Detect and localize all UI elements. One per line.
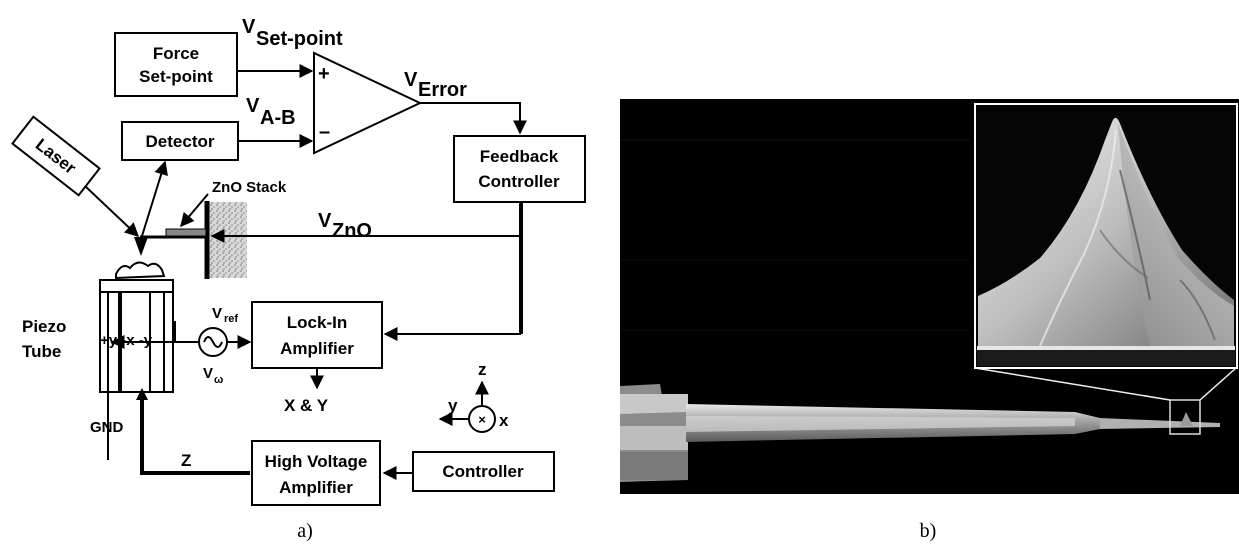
svg-text:Controller: Controller: [478, 172, 560, 191]
laser-beam: [84, 185, 140, 237]
axis-x-label: x: [499, 411, 509, 430]
coordinate-axes: × z y x: [438, 360, 509, 433]
force-setpoint-box: Force Set-point: [114, 32, 238, 97]
panel-a-block-diagram: Force Set-point V Set-point + – V Error …: [11, 16, 586, 542]
svg-text:V: V: [404, 69, 418, 91]
svg-text:Feedback: Feedback: [480, 147, 559, 166]
svg-text:Amplifier: Amplifier: [279, 478, 353, 497]
minus-sign: –: [319, 121, 330, 143]
small-tip: [1180, 412, 1193, 426]
svg-text:V: V: [242, 16, 256, 38]
lockin-amplifier-box: Lock-In Amplifier: [251, 301, 383, 369]
ac-source: [198, 327, 228, 357]
svg-text:V: V: [203, 365, 213, 382]
svg-text:V: V: [318, 210, 332, 232]
ac-ref-loop: [172, 321, 199, 343]
z-arrowhead: [136, 388, 148, 400]
v-omega-signal: V ω: [203, 365, 223, 386]
v-ref-signal: V ref: [212, 305, 238, 325]
v-error-signal: V Error: [404, 69, 467, 101]
tip-highlight-box: [1169, 399, 1201, 435]
piezo-label-2: Tube: [22, 342, 61, 361]
caption-b: b): [920, 520, 937, 542]
svg-text:ω: ω: [214, 374, 223, 386]
v-zno-signal: V ZnO: [318, 210, 372, 242]
svg-text:Detector: Detector: [146, 132, 215, 151]
svg-text:Error: Error: [418, 79, 467, 101]
electrode-labels: +y -x -y: [100, 332, 153, 349]
hv-amplifier-box: High Voltage Amplifier: [251, 440, 381, 506]
laser-box: Laser: [11, 115, 101, 197]
axis-y-label: y: [448, 396, 458, 415]
sample: [115, 261, 166, 280]
piezo-tube: +y -x -y: [99, 279, 174, 393]
zoom-line-right: [1199, 367, 1237, 401]
piezo-label-1: Piezo: [22, 317, 66, 336]
error-wire: [420, 102, 527, 135]
tip-inset: [974, 103, 1238, 369]
svg-text:V: V: [246, 95, 260, 117]
svg-text:×: ×: [478, 412, 486, 427]
panel-b-sem-image: b): [620, 99, 1239, 542]
reflected-beam: [141, 160, 168, 237]
zoom-line-left: [974, 367, 1171, 401]
v-setpoint-signal: V Set-point: [242, 16, 343, 50]
detector-box: Detector: [121, 121, 239, 161]
z-wire: [140, 398, 250, 475]
zno-stack-pointer: [180, 193, 209, 228]
gnd-label: GND: [90, 419, 124, 436]
svg-text:ref: ref: [224, 313, 238, 325]
comparator-opamp: + –: [313, 51, 423, 155]
svg-text:A-B: A-B: [260, 107, 296, 129]
zno-stack-label: ZnO Stack: [212, 179, 287, 196]
cantilever-beam: [686, 404, 1220, 442]
force-setpoint-label-1: Force: [153, 44, 199, 63]
svg-text:Set-point: Set-point: [256, 28, 343, 50]
svg-text:High Voltage: High Voltage: [265, 452, 368, 471]
cantilever-chip: [620, 384, 688, 482]
feedback-controller-box: Feedback Controller: [453, 135, 586, 203]
svg-text:V: V: [212, 305, 222, 322]
svg-text:Lock-In: Lock-In: [287, 313, 347, 332]
caption-a: a): [297, 520, 313, 542]
z-label: Z: [181, 451, 191, 470]
svg-text:Controller: Controller: [442, 462, 524, 481]
svg-text:ZnO: ZnO: [332, 220, 372, 242]
controller-box: Controller: [412, 451, 555, 492]
plus-sign: +: [318, 63, 330, 85]
svg-text:Amplifier: Amplifier: [280, 339, 354, 358]
v-ab-signal: V A-B: [246, 95, 296, 129]
axis-z-label: z: [478, 360, 487, 379]
force-setpoint-label-2: Set-point: [139, 67, 213, 86]
xy-output-label: X & Y: [284, 396, 329, 415]
